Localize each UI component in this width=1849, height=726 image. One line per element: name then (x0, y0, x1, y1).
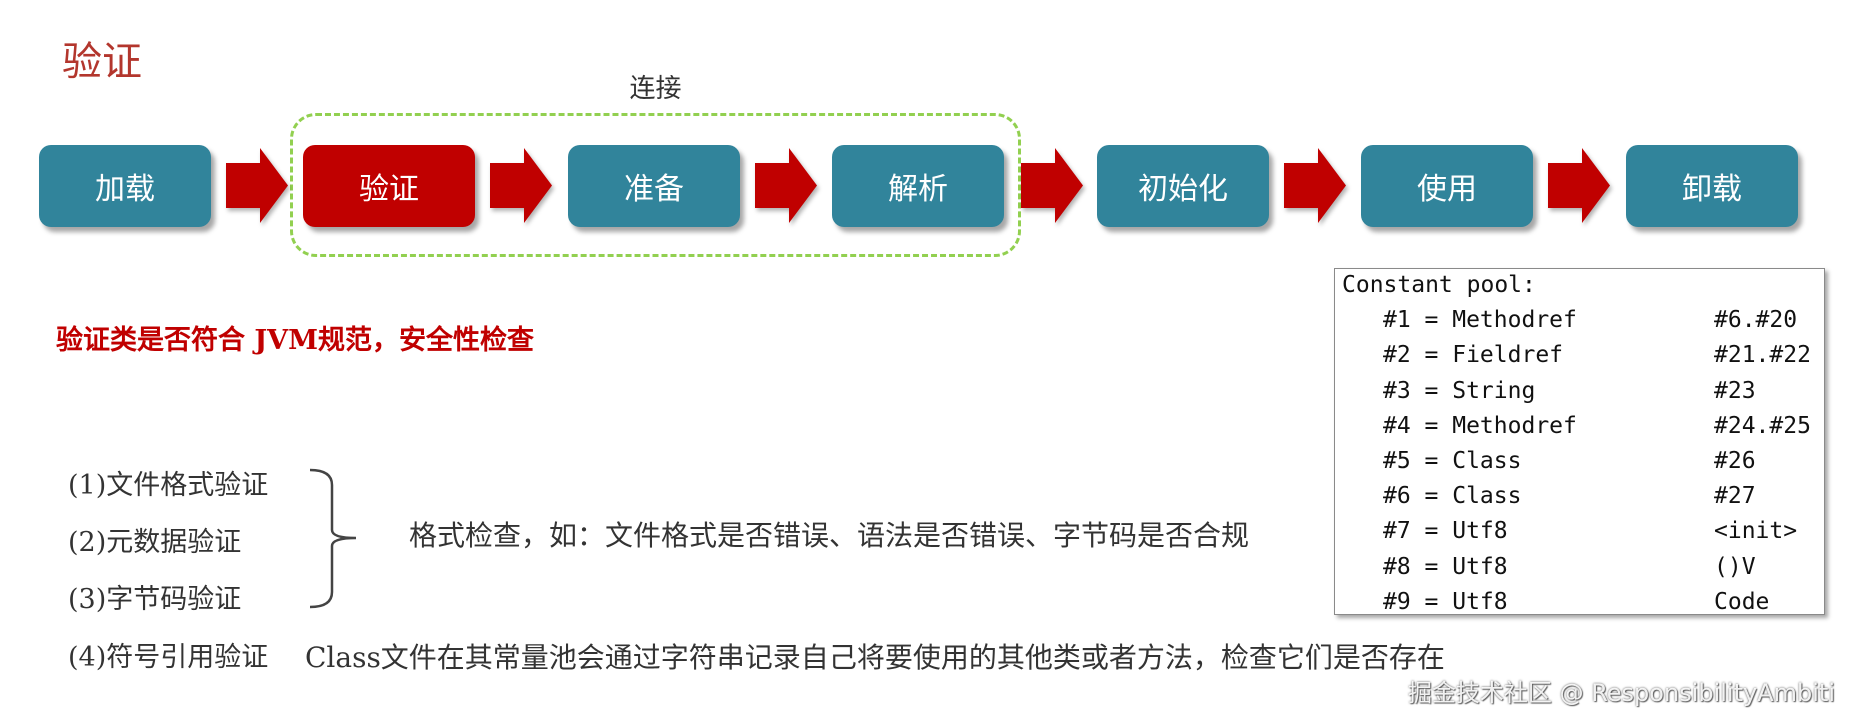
right-brace-icon (309, 468, 357, 609)
constant-pool-entry: #9 = Utf8 (1383, 588, 1508, 615)
constant-pool-row: #3 = String #23 (1335, 374, 1824, 409)
constant-pool-title: Constant pool: (1342, 272, 1536, 298)
constant-pool-entry: #6 = Class (1383, 483, 1522, 510)
page-title: 验证 (62, 39, 142, 85)
constant-pool-value: #23 (1714, 377, 1756, 404)
constant-pool-row: #9 = Utf8 Code (1335, 585, 1824, 620)
arrow-right-icon (490, 148, 552, 223)
stage-unloading: 卸载 (1626, 145, 1798, 227)
verification-summary: 验证类是否符合 JVM规范，安全性检查 (56, 325, 535, 356)
link-phase-label: 连接 (629, 74, 682, 104)
link-phase-group (290, 113, 1021, 257)
format-check-note: 格式检查，如：文件格式是否错误、语法是否错误、字节码是否合规 (409, 519, 1250, 552)
constant-pool-row: #2 = Fieldref #21.#22 (1335, 338, 1824, 373)
stage-resolution: 解析 (832, 145, 1004, 227)
check-item-file-format: (1)文件格式验证 (68, 470, 269, 501)
stage-preparation: 准备 (568, 145, 740, 227)
constant-pool-value: Code (1714, 588, 1770, 615)
arrow-right-icon (1548, 148, 1610, 223)
constant-pool-entry: #2 = Fieldref (1383, 342, 1564, 369)
constant-pool-panel: Constant pool: #1 = Methodref #6.#20 #2 … (1334, 268, 1825, 615)
constant-pool-value: #6.#20 (1714, 307, 1798, 334)
constant-pool-row: #5 = Class #26 (1335, 444, 1824, 479)
constant-pool-row: #1 = Methodref #6.#20 (1335, 303, 1824, 338)
constant-pool-entry: #7 = Utf8 (1383, 518, 1508, 545)
constant-pool-row: #6 = Class #27 (1335, 479, 1824, 514)
symbol-reference-note: Class文件在其常量池会通过字符串记录自己将要使用的其他类或者方法，检查它们是… (305, 641, 1445, 674)
constant-pool-entry: #3 = String (1383, 377, 1536, 404)
constant-pool-entry: #4 = Methodref (1383, 412, 1577, 439)
check-item-symbol-ref: (4)符号引用验证 (68, 642, 269, 673)
constant-pool-value: #26 (1714, 447, 1756, 474)
constant-pool-entry: #8 = Utf8 (1383, 553, 1508, 580)
constant-pool-lines: Constant pool: #1 = Methodref #6.#20 #2 … (1335, 268, 1824, 620)
stage-using: 使用 (1361, 145, 1533, 227)
constant-pool-value: ()V (1714, 553, 1756, 580)
arrow-right-icon (1284, 148, 1346, 223)
constant-pool-row: #7 = Utf8 <init> (1335, 514, 1824, 549)
stage-initialization: 初始化 (1097, 145, 1269, 227)
constant-pool-row: #4 = Methodref #24.#25 (1335, 409, 1824, 444)
arrow-right-icon (1021, 148, 1083, 223)
check-item-bytecode: (3)字节码验证 (68, 584, 242, 615)
arrow-right-icon (226, 148, 288, 223)
constant-pool-value: #27 (1714, 483, 1756, 510)
check-item-metadata: (2)元数据验证 (68, 527, 242, 558)
constant-pool-entry: #5 = Class (1383, 447, 1522, 474)
constant-pool-row: #8 = Utf8 ()V (1335, 550, 1824, 585)
constant-pool-value: #24.#25 (1714, 412, 1811, 439)
constant-pool-entry: #1 = Methodref (1383, 307, 1577, 334)
constant-pool-value: <init> (1714, 518, 1798, 545)
watermark: 掘金技术社区 @ ResponsibilityAmbiti (1407, 679, 1835, 707)
constant-pool-value: #21.#22 (1714, 342, 1811, 369)
arrow-right-icon (755, 148, 817, 223)
stage-loading: 加载 (39, 145, 211, 227)
stage-verification: 验证 (303, 145, 475, 227)
